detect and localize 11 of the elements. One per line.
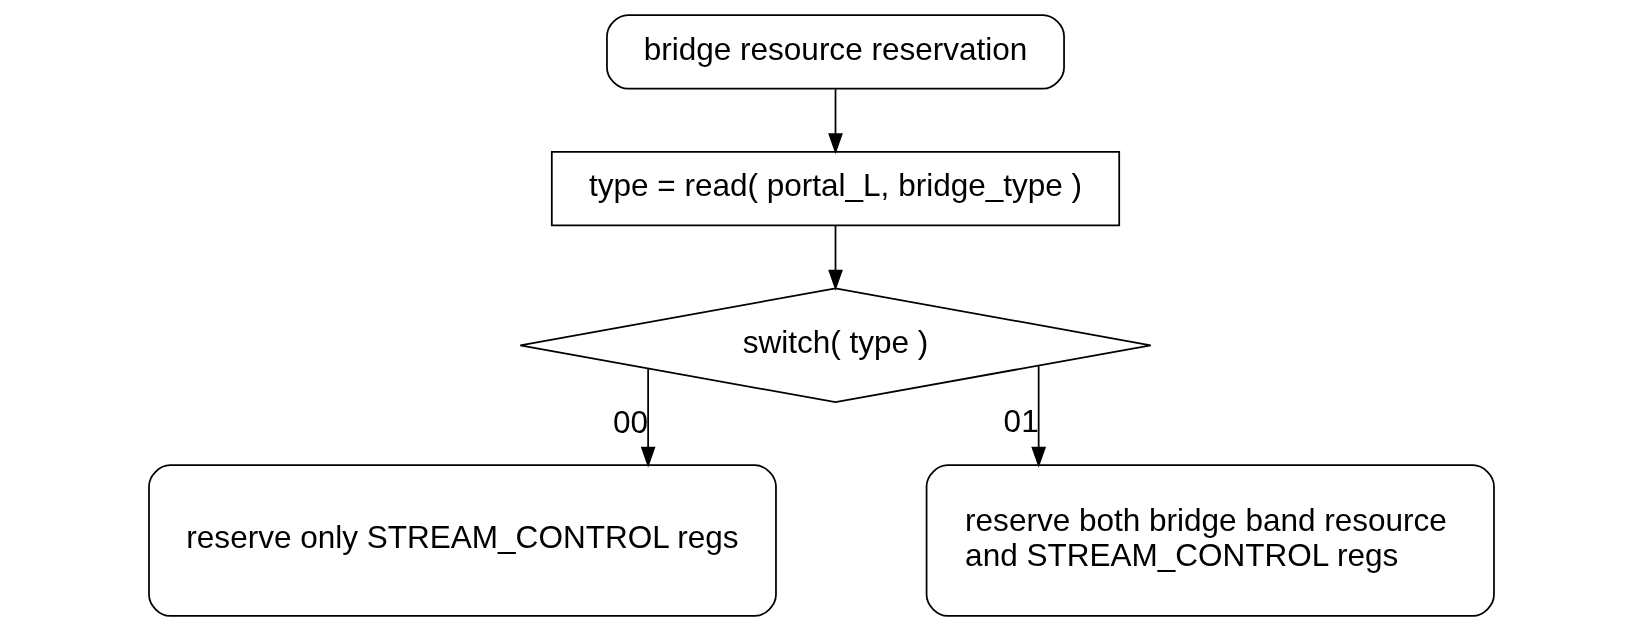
arrow (1031, 365, 1047, 468)
edge-label: 00 (613, 404, 649, 441)
arrow (828, 224, 843, 291)
node-box: reserve only STREAM_CONTROL regs (148, 464, 777, 617)
node-diamond: switch( type ) (519, 287, 1152, 404)
arrow (828, 88, 843, 155)
arrow (640, 367, 656, 468)
edge-label: 01 (1003, 403, 1039, 440)
node-box: reserve both bridge band resource and STREAM_CONTROL regs (925, 464, 1495, 617)
node-box: type = read( portal_L, bridge_type ) (550, 150, 1121, 227)
node-box: bridge resource reservation (606, 14, 1065, 90)
